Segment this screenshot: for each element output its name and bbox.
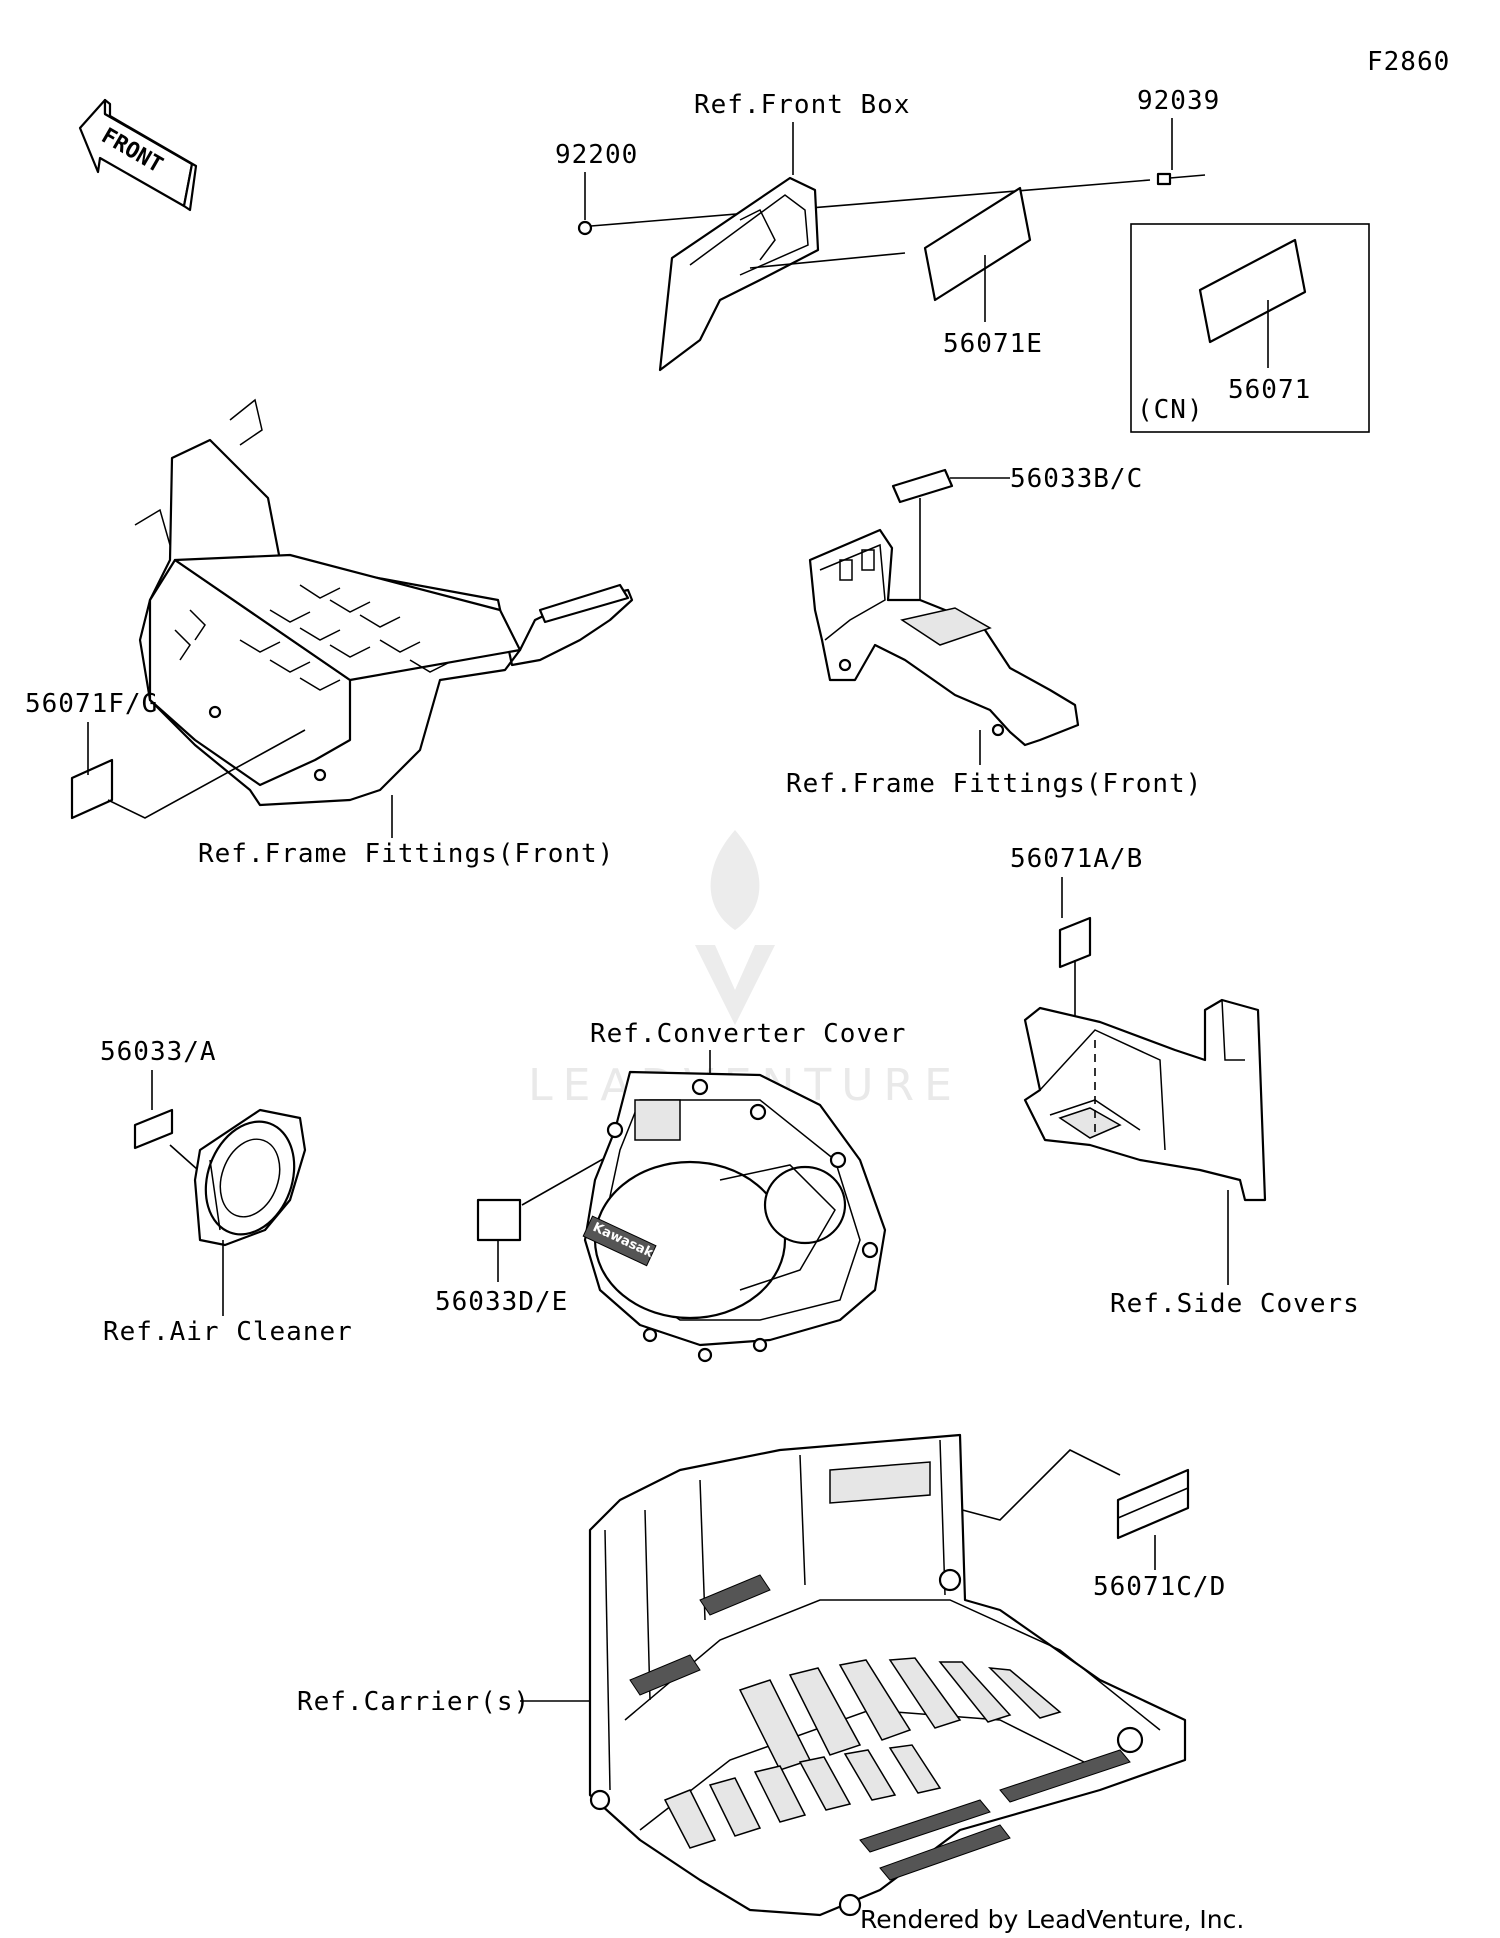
label-56071E: 56071E [943, 329, 1043, 359]
decal-56071FG-icon [70, 758, 114, 820]
decal-56033DE-icon [476, 1198, 522, 1242]
side-covers-group: 56071A/B Ref.Side Covers [1010, 844, 1360, 1319]
front-arrow-icon: FRONT [78, 98, 198, 212]
label-ref-frame-fittings-left: Ref.Frame Fittings(Front) [198, 839, 614, 869]
decal-56033BC-icon [891, 468, 954, 504]
decal-56071AB-icon [1058, 916, 1092, 969]
label-56033BC: 56033B/C [1010, 464, 1143, 494]
label-56071CD: 56071C/D [1093, 1572, 1226, 1602]
label-ref-side-covers: Ref.Side Covers [1110, 1289, 1360, 1319]
rivet-92039-icon [1156, 172, 1206, 186]
side-cover-part [1023, 998, 1267, 1202]
label-92200: 92200 [555, 140, 638, 170]
leadventure-watermark: LEADVENTURE [528, 830, 952, 1111]
carrier-group: 56071C/D [297, 1433, 1226, 1917]
label-92039: 92039 [1137, 86, 1220, 116]
converter-cover-group: Ref.Converter Cover 56033D/E Kawasaki [435, 1019, 906, 1363]
floor-tray-part [134, 398, 634, 807]
front-box-group: 92200 92039 Ref.Front Box 56071E [555, 86, 1370, 433]
tread-pattern [174, 584, 451, 691]
credit-text: Rendered by LeadVenture, Inc. [860, 1905, 1244, 1934]
label-ref-carriers: Ref.Carrier(s) [297, 1687, 530, 1717]
converter-cover-part: Kawasaki [582, 1070, 887, 1363]
frame-fittings-left-group: 56071F/G Ref.Frame Fittings(Front) [25, 398, 634, 869]
decal-56071-cn-icon [1198, 238, 1307, 344]
label-56071AB: 56071A/B [1010, 844, 1143, 874]
label-ref-converter-cover: Ref.Converter Cover [590, 1019, 906, 1049]
frame-fittings-right-group: 56033B/C Ref.Frame Fittings(Front) [786, 464, 1202, 799]
air-cleaner-part [193, 1108, 307, 1247]
label-cn: (CN) [1137, 395, 1204, 425]
label-56033DE: 56033D/E [435, 1287, 568, 1317]
label-ref-frame-fittings-right: Ref.Frame Fittings(Front) [786, 769, 1202, 799]
label-ref-front-box: Ref.Front Box [694, 90, 911, 120]
label-56033A: 56033/A [100, 1037, 217, 1067]
nut-92200-icon [577, 220, 593, 236]
carrier-bed-part [588, 1433, 1187, 1917]
air-cleaner-group: 56033/A Ref.Air Cleaner [100, 1037, 353, 1347]
kawasaki-emblem [582, 1215, 657, 1267]
decal-56033A-icon [133, 1108, 174, 1150]
decal-56071CD-icon [1116, 1468, 1190, 1540]
cn-variant-box [1130, 223, 1370, 433]
label-56071FG: 56071F/G [25, 689, 158, 719]
front-box-part [658, 176, 906, 372]
label-ref-air-cleaner: Ref.Air Cleaner [103, 1317, 353, 1347]
bed-ribs [629, 1574, 1131, 1881]
figure-code: F2860 [1367, 47, 1450, 77]
label-56071: 56071 [1228, 375, 1311, 405]
decal-56071E-icon [923, 186, 1032, 302]
bracket-part [808, 528, 1080, 747]
